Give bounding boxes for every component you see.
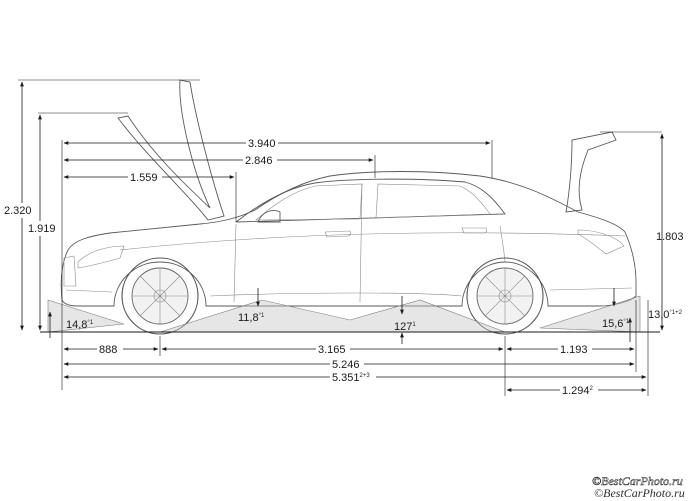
watermark-line1: ©BestCarPhoto.ru (592, 474, 683, 488)
rear-window (375, 183, 491, 219)
rear-tire (466, 257, 544, 335)
shoulder-line (119, 232, 626, 251)
front-grille (63, 255, 77, 287)
car-side-view (47, 79, 641, 335)
approach-angle-wedge (47, 299, 125, 333)
front-overhang-label: 888 (99, 344, 117, 356)
side-mirror (257, 210, 281, 223)
dimension-labels: 2.320 1.919 1.803 3.940 2.846 1.559 888 … (3, 136, 684, 397)
headlight (77, 245, 125, 269)
rear-bumper (549, 287, 633, 291)
rear-overhang-label: 1.193 (560, 344, 588, 356)
length-long-label: 5.3512+3 (332, 372, 370, 384)
rear-angle-label: 13,0°1+2 (648, 309, 683, 321)
ground-clearance-label: 1271 (394, 321, 416, 333)
front-bumper (65, 289, 113, 293)
approach-angle-label: 14,8°1 (66, 319, 94, 331)
hood-reach-label: 3.940 (248, 138, 276, 150)
trunk-height-label: 1.803 (656, 231, 684, 243)
front-reach-label: 1.559 (130, 172, 158, 184)
front-spokes (132, 268, 188, 324)
door-handle-front (324, 230, 352, 238)
open-trunk-lid (565, 131, 617, 213)
wheelbase-label: 3.165 (318, 344, 346, 356)
rear-spokes (477, 268, 533, 324)
door-handle-rear (461, 227, 488, 234)
open-hood (117, 79, 225, 221)
ramp-angle-label: 11,8°1 (238, 312, 265, 324)
extension-lines (18, 79, 662, 396)
departure-angle-label: 15,6°1 (602, 318, 630, 330)
height-label: 1.919 (28, 223, 56, 235)
tail-light (577, 229, 625, 255)
car-greenhouse (235, 178, 506, 223)
length-label: 5.246 (332, 359, 360, 371)
rear-door-end (499, 225, 506, 263)
departure-angle-wedge (539, 295, 641, 333)
watermark-line2: ©BestCarPhoto.ru (594, 486, 685, 500)
cabin-reach-label: 2.846 (245, 155, 273, 167)
watermark: ©BestCarPhoto.ru ©BestCarPhoto.ru (592, 474, 685, 500)
door-line-rear (359, 183, 363, 303)
rear-length-label: 1.2942 (562, 385, 594, 397)
car-body-outline (60, 171, 637, 307)
door-line-front (233, 223, 237, 303)
front-tire (121, 257, 199, 335)
ramp-angle-wedge (159, 299, 506, 333)
height-open-label: 2.320 (4, 205, 32, 217)
front-window (255, 183, 363, 221)
sill-line (209, 292, 463, 297)
